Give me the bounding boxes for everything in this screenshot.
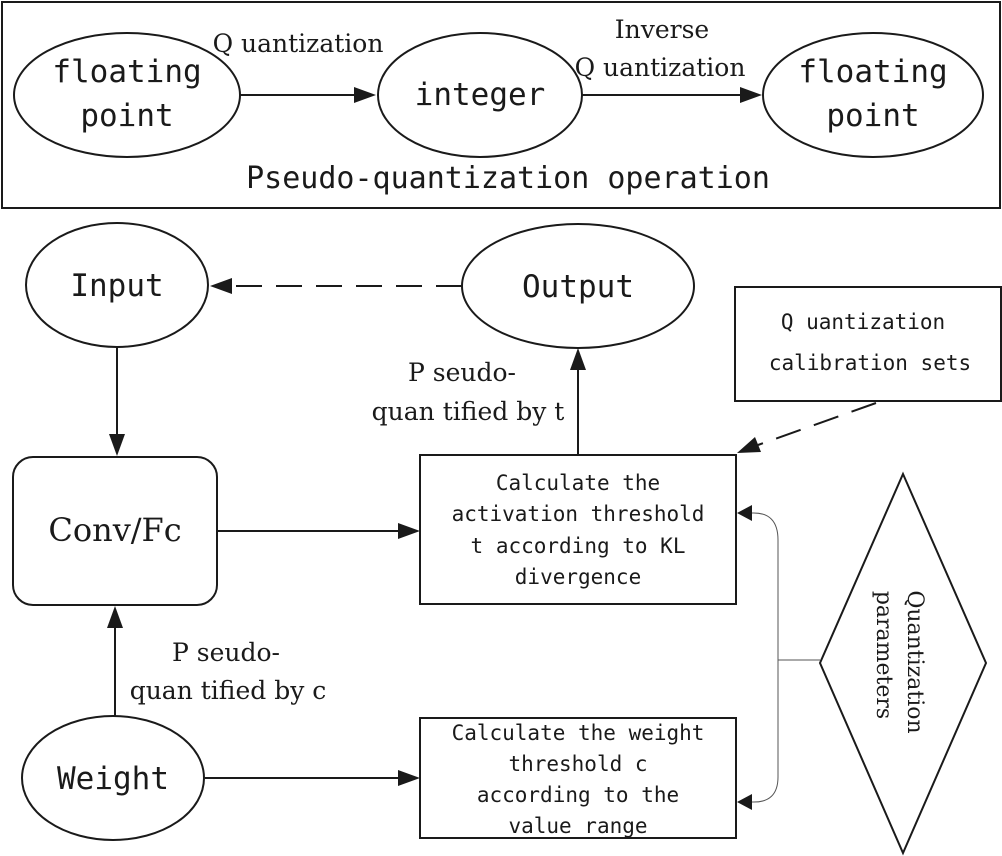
input-label: Input <box>70 268 163 304</box>
output-label: Output <box>522 269 634 305</box>
activation-threshold-line-1: Calculate the <box>496 471 660 495</box>
quantization-label: Q uantization <box>213 29 384 58</box>
weight-to-conv-arrow <box>107 606 123 716</box>
output-node: Output <box>461 223 695 349</box>
integer-node: integer <box>377 32 583 158</box>
calibration-sets-line-2: calibration sets <box>769 351 971 375</box>
weight-threshold-line-3: according to the <box>477 783 679 807</box>
weight-threshold-line-2: threshold c <box>508 752 647 776</box>
activation-threshold-line-2: activation threshold <box>452 502 705 526</box>
conv-to-activation-arrow <box>217 523 420 539</box>
inverse-quantization-arrow <box>582 87 762 103</box>
output-to-input-arrow <box>210 278 462 294</box>
floating-point-output-line-1: floating <box>798 54 947 90</box>
pseudo-quantified-c-line-1: P seudo- <box>172 638 280 667</box>
pseudo-quantization-caption: Pseudo-quantization operation <box>246 161 770 196</box>
weight-label: Weight <box>57 761 169 797</box>
weight-threshold-node: Calculate the weight threshold c accordi… <box>419 717 737 839</box>
activation-threshold-node: Calculate the activation threshold t acc… <box>419 454 737 605</box>
pseudo-quantified-c-line-2: quan tified by c <box>130 676 327 705</box>
floating-point-output-line-2: point <box>826 98 919 134</box>
calibration-sets-node: Q uantization calibration sets <box>734 286 1002 402</box>
pseudo-quantization-panel: floating point integer floating point Q … <box>1 1 1001 209</box>
floating-point-input-line-2: point <box>80 98 173 134</box>
weight-node: Weight <box>21 715 205 841</box>
floating-point-input-line-1: floating <box>52 54 201 90</box>
conv-fc-node: Conv/Fc <box>12 456 218 606</box>
activation-to-output-arrow <box>570 348 586 455</box>
calibration-sets-line-1: Q uantization <box>781 310 945 334</box>
calibration-to-activation-arrow <box>737 402 877 453</box>
quantization-parameters-node: Quantization parameters <box>818 471 988 856</box>
weight-threshold-line-1: Calculate the weight <box>452 721 705 745</box>
input-node: Input <box>25 222 209 348</box>
quantization-parameters-line-1: Quantization <box>902 590 927 733</box>
pseudo-quantization-frame <box>1 1 1001 209</box>
weight-to-threshold-arrow <box>205 770 420 786</box>
quantization-arrow <box>240 87 376 103</box>
weight-threshold-line-4: value range <box>508 814 647 838</box>
activation-threshold-line-4: divergence <box>515 565 641 589</box>
floating-point-output-node: floating point <box>762 32 984 158</box>
pseudo-quantified-t-line-2: quan tified by t <box>372 397 565 426</box>
inverse-quantization-label-line-2: Q uantization <box>575 53 746 82</box>
input-to-conv-arrow <box>109 348 125 456</box>
parameters-connector <box>737 505 820 810</box>
conv-fc-label: Conv/Fc <box>48 511 181 549</box>
quantization-parameters-line-2: parameters <box>871 591 896 719</box>
inverse-quantization-label-line-1: Inverse <box>615 15 709 44</box>
activation-threshold-line-3: t according to KL <box>471 534 686 558</box>
integer-label: integer <box>415 77 546 113</box>
floating-point-input-node: floating point <box>13 32 241 158</box>
quantization-flow: Input Output Conv/Fc Weight Q uantizatio… <box>12 222 1002 856</box>
pseudo-quantified-t-line-1: P seudo- <box>408 358 516 387</box>
